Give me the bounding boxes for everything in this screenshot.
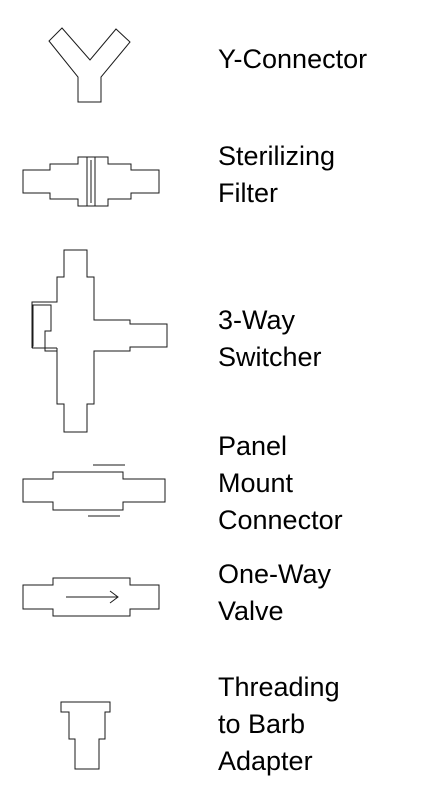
legend-label-line: Panel: [218, 431, 288, 461]
legend-label-line: Mount: [218, 468, 294, 498]
legend-label-line: Y-Connector: [218, 44, 368, 74]
legend-label-line: Filter: [218, 178, 278, 208]
sterilizing-filter-icon: [22, 156, 160, 207]
legend-label-line: Switcher: [218, 342, 322, 372]
legend-label-panel-mount-connector: Panel Mount Connector: [218, 428, 343, 539]
legend-label-line: Sterilizing: [218, 141, 336, 171]
y-connector-icon: [48, 27, 131, 103]
legend-label-line: to Barb: [218, 709, 306, 739]
threading-to-barb-adapter-icon: [60, 701, 111, 770]
one-way-valve-icon: [22, 577, 160, 617]
legend-label-three-way-switcher: 3-Way Switcher: [218, 302, 322, 376]
legend-label-threading-to-barb-adapter: Threading to Barb Adapter: [218, 669, 340, 780]
legend-label-line: Threading: [218, 672, 340, 702]
legend-label-line: Valve: [218, 596, 284, 626]
three-way-switcher-icon: [31, 249, 168, 433]
legend-label-sterilizing-filter: Sterilizing Filter: [218, 138, 335, 212]
legend-label-line: One-Way: [218, 559, 332, 589]
legend-label-y-connector: Y-Connector: [218, 41, 367, 78]
legend-label-line: Connector: [218, 505, 343, 535]
legend-label-one-way-valve: One-Way Valve: [218, 556, 331, 630]
panel-mount-connector-icon: [22, 464, 166, 517]
legend-label-line: 3-Way: [218, 305, 296, 335]
legend-label-line: Adapter: [218, 746, 313, 776]
